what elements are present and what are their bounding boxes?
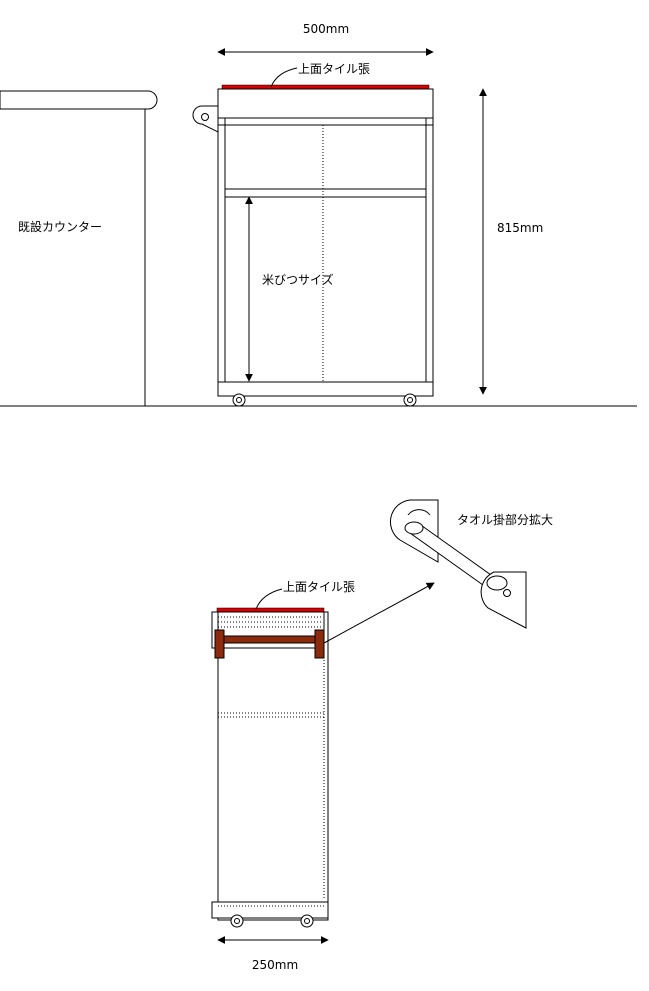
existing-counter	[0, 90, 158, 406]
cabinet-body	[217, 117, 434, 397]
top-tile-leader	[270, 67, 298, 88]
top-tile	[221, 84, 430, 90]
middle-shelf	[224, 188, 427, 198]
side-top-tile-leader	[255, 588, 283, 610]
caster-left	[232, 393, 246, 407]
caster-right	[403, 393, 417, 407]
bottom-board	[217, 381, 434, 397]
top-board	[217, 88, 434, 119]
side-caster-right	[300, 914, 314, 928]
towel-holder-detail: タオル掛部分拡大	[390, 499, 553, 629]
side-top-tile	[216, 607, 325, 613]
front-elevation: 既設カウンター 500mm	[0, 22, 637, 407]
detail-callout-arrow	[323, 582, 435, 644]
side-body	[217, 611, 329, 921]
side-view: 上面タイル張 250mm	[211, 580, 435, 972]
depth-dimension-label: 250mm	[252, 958, 298, 972]
towel-bar	[214, 629, 325, 659]
height-dimension-label: 815mm	[497, 221, 543, 235]
top-tile-label: 上面タイル張	[298, 62, 370, 76]
side-caster-left	[230, 914, 244, 928]
width-dimension-label: 500mm	[303, 22, 349, 36]
counter-label: 既設カウンター	[18, 219, 102, 234]
towel-holder	[192, 105, 219, 133]
towel-detail-label: タオル掛部分拡大	[457, 512, 553, 527]
side-top-tile-label: 上面タイル張	[283, 580, 355, 594]
rice-bin-label: 米びつサイズ	[262, 272, 334, 287]
